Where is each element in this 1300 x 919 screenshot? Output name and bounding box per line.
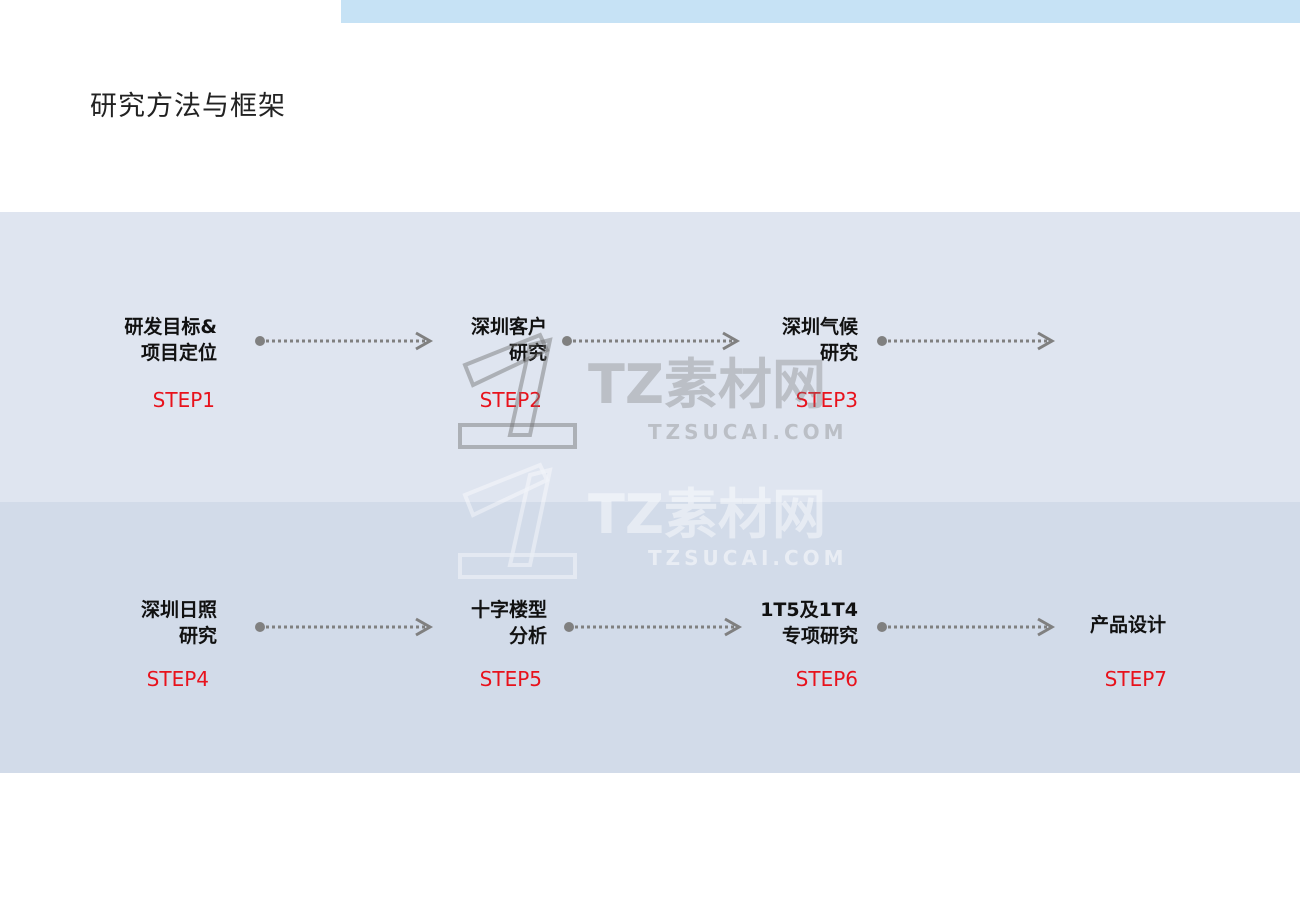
step-label: 项目定位 <box>140 342 217 364</box>
step-label: 研究 <box>508 342 547 364</box>
step-4: 深圳日照 研究 STEP4 <box>17 597 217 707</box>
step-2: 深圳客户 研究 STEP2 <box>347 314 547 424</box>
step-label: 深圳日照 <box>140 599 217 621</box>
step-7: 产品设计 STEP7 <box>1028 612 1228 712</box>
step-label: 1T5及1T4 <box>760 599 858 621</box>
step-number: STEP7 <box>1104 667 1167 691</box>
step-label: 分析 <box>508 625 547 647</box>
watermark-logo-icon <box>458 462 577 579</box>
row-band-top <box>0 212 1300 502</box>
step-5: 十字楼型 分析 STEP5 <box>347 597 547 707</box>
step-number: STEP3 <box>795 388 858 412</box>
dotted-arrow-icon <box>877 617 1056 637</box>
step-number: STEP5 <box>479 667 542 691</box>
dotted-arrow-icon <box>877 331 1056 351</box>
dotted-arrow-icon <box>562 331 741 351</box>
step-1: 研发目标& 项目定位 STEP1 <box>17 314 217 424</box>
step-label: 研究 <box>178 625 217 647</box>
dotted-arrow-icon <box>255 617 434 637</box>
top-accent-strip <box>341 0 1300 23</box>
step-label: 专项研究 <box>781 625 858 647</box>
step-number: STEP4 <box>146 667 209 691</box>
step-number: STEP1 <box>152 388 215 412</box>
step-label: 深圳气候 <box>781 316 858 338</box>
watermark-logo-icon <box>458 332 577 449</box>
dotted-arrow-icon <box>564 617 743 637</box>
step-label: 深圳客户 <box>470 316 547 338</box>
step-label: 十字楼型 <box>470 599 547 621</box>
step-3: 深圳气候 研究 STEP3 <box>658 314 858 424</box>
step-number: STEP2 <box>479 388 542 412</box>
step-6: 1T5及1T4 专项研究 STEP6 <box>658 597 858 707</box>
dotted-arrow-icon <box>255 331 434 351</box>
page-title: 研究方法与框架 <box>90 91 286 122</box>
step-number: STEP6 <box>795 667 858 691</box>
row-band-bottom <box>0 502 1300 773</box>
step-label: 研发目标& <box>124 316 217 338</box>
step-label: 研究 <box>819 342 858 364</box>
step-label: 产品设计 <box>1089 614 1166 636</box>
